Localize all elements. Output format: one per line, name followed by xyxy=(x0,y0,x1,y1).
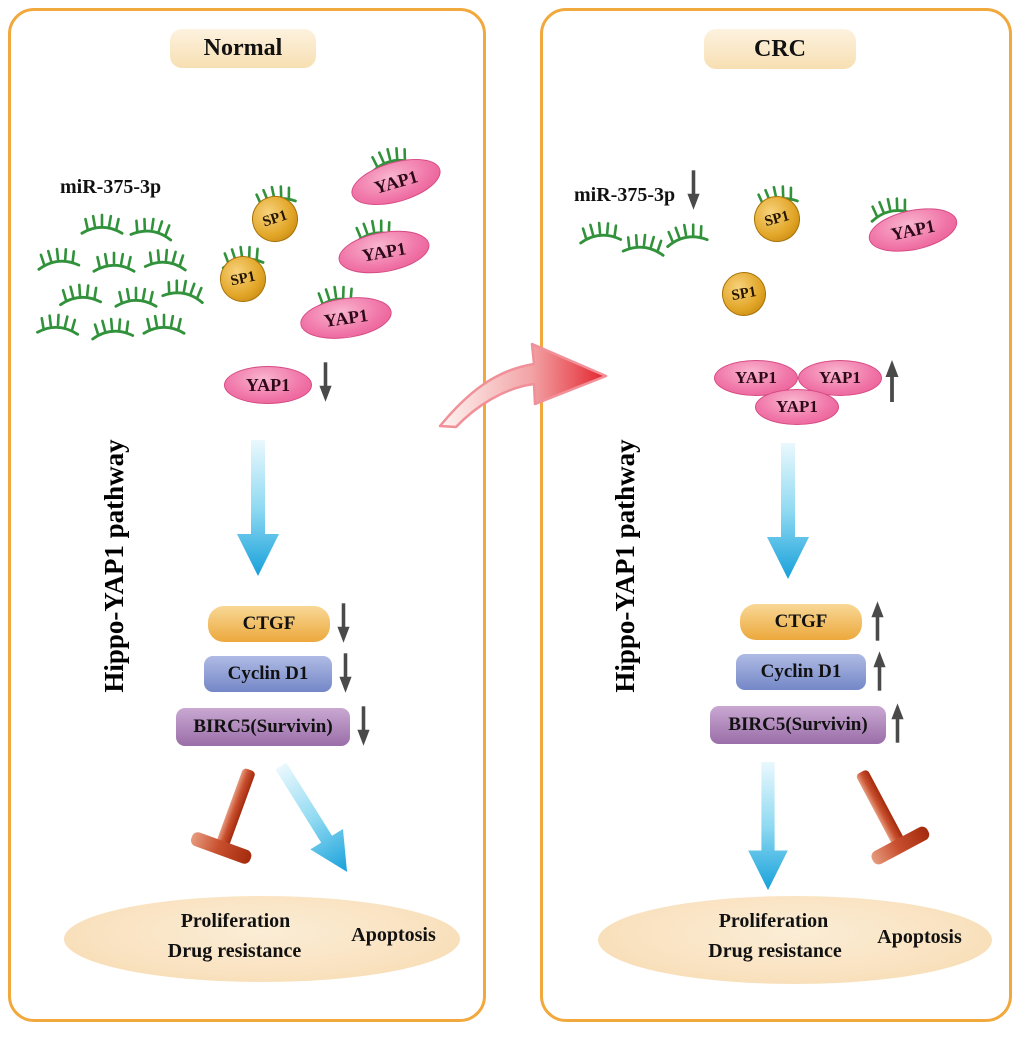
up-arrow-icon xyxy=(883,358,901,404)
drug-resistance-label: Drug resistance xyxy=(708,940,842,962)
mirna-label-normal: miR-375-3p xyxy=(60,176,162,198)
mirna-icon xyxy=(92,251,136,273)
normal-title-badge: Normal xyxy=(170,29,316,68)
pathway-label-normal: Hippo-YAP1 pathway xyxy=(99,439,129,693)
birc5-box: BIRC5(Survivin) xyxy=(176,708,350,746)
cyclin-d1-box: Cyclin D1 xyxy=(204,656,332,692)
down-arrow-icon xyxy=(337,651,354,695)
mirna-icon xyxy=(57,282,103,307)
mirna-icon xyxy=(80,213,124,235)
down-arrow-icon xyxy=(317,360,334,404)
crc-title-badge: CRC xyxy=(704,29,856,69)
ctgf-box: CTGF xyxy=(740,604,862,640)
mirna-label-crc: miR-375-3p xyxy=(574,184,676,206)
up-arrow-icon xyxy=(869,599,886,643)
yap1-molecule: YAP1 xyxy=(714,360,798,396)
mirna-icon xyxy=(577,219,623,245)
transition-arrow-icon xyxy=(438,342,608,429)
yap1-molecule: YAP1 xyxy=(755,389,839,425)
down-arrow-icon xyxy=(685,168,702,212)
cyclin-d1-box: Cyclin D1 xyxy=(736,654,866,690)
proliferation-label: Proliferation xyxy=(718,910,829,932)
activation-arrow-icon xyxy=(748,761,788,891)
up-arrow-icon xyxy=(889,701,906,745)
proliferation-label: Proliferation xyxy=(180,910,291,932)
activation-arrow-icon xyxy=(237,440,279,576)
mirna-icon xyxy=(36,312,81,336)
drug-resistance-label: Drug resistance xyxy=(167,940,302,962)
mirna-icon xyxy=(142,313,186,335)
down-arrow-icon xyxy=(355,704,372,748)
mirna-icon xyxy=(35,245,81,271)
mirna-icon xyxy=(114,286,158,308)
up-arrow-icon xyxy=(871,649,888,693)
birc5-box: BIRC5(Survivin) xyxy=(710,706,886,744)
ctgf-box: CTGF xyxy=(208,606,330,642)
outcome-ellipse xyxy=(64,896,460,982)
down-arrow-icon xyxy=(335,601,352,645)
yap1-molecule: YAP1 xyxy=(798,360,882,396)
activation-arrow-icon xyxy=(767,443,809,579)
pathway-label-crc: Hippo-YAP1 pathway xyxy=(610,439,640,693)
apoptosis-label: Apoptosis xyxy=(351,924,436,946)
outcome-ellipse xyxy=(598,896,992,984)
yap1-molecule: YAP1 xyxy=(224,366,312,404)
apoptosis-label: Apoptosis xyxy=(877,926,962,948)
mirna-icon xyxy=(143,246,189,272)
mirna-icon xyxy=(89,315,135,341)
